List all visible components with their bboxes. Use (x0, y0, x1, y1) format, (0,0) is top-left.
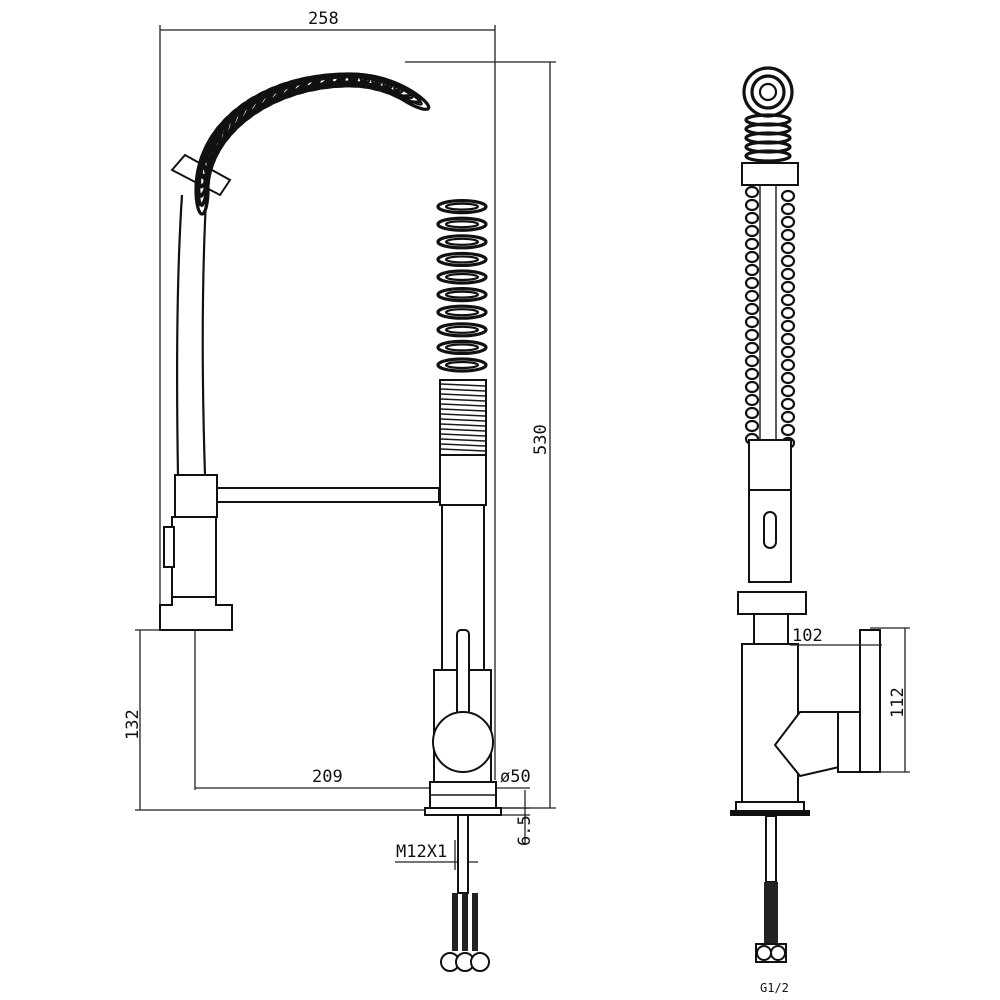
side-coil-left (744, 211, 760, 225)
side-coil-right (780, 189, 796, 203)
tight-coil-line (440, 398, 486, 402)
tight-coil-line (440, 383, 486, 387)
mounting-rod-side: G1/2 (755, 815, 789, 995)
side-coil-left (744, 341, 760, 355)
spray-holder (159, 474, 440, 631)
coil-loop (436, 234, 488, 250)
dim-spout-height: 132 (123, 629, 430, 811)
side-coil-right (780, 228, 796, 242)
tight-coil-line (440, 438, 486, 442)
side-coil-left (744, 367, 760, 381)
side-coil-left (744, 263, 760, 277)
side-coil-left (744, 354, 760, 368)
tight-coil-line (440, 423, 486, 427)
tight-coil-line (440, 413, 486, 417)
faucet-column (424, 379, 502, 816)
dim-handle-depth-label: 102 (792, 626, 823, 646)
dim-base-thickness-label: 6.5 (515, 815, 535, 846)
coil-loop (436, 339, 488, 356)
side-coil-right (780, 319, 796, 333)
side-coil-right (780, 241, 796, 255)
side-coil-right (780, 397, 796, 411)
side-coil-left (744, 198, 760, 212)
side-coil-left (744, 276, 760, 290)
side-coil-left (744, 289, 760, 303)
tight-coil-line (440, 393, 486, 397)
dim-spout-reach-label: 209 (312, 767, 343, 787)
side-coil-right (780, 280, 796, 294)
dim-height-frame: 530 (405, 61, 556, 809)
coil-loop (436, 199, 488, 215)
coil-loop (436, 357, 488, 373)
spring-coil (194, 72, 488, 373)
side-coil-right (780, 293, 796, 307)
side-coil-left (744, 380, 760, 394)
side-coil-left (744, 224, 760, 238)
dim-width-frame: 258 (159, 9, 496, 780)
dim-height-total: 530 (531, 424, 551, 455)
tight-coil-line (440, 448, 486, 452)
coil-loop (436, 304, 488, 320)
dim-base-thickness: 6.5 (500, 790, 535, 846)
side-spring-coils (744, 113, 796, 450)
tight-coil-line (440, 388, 486, 392)
side-coil-left (744, 302, 760, 316)
side-coil-left (744, 237, 760, 251)
side-coil-left (744, 406, 760, 420)
dim-spout-height-label: 132 (123, 709, 143, 740)
dim-base-diameter-label: ø50 (500, 767, 531, 787)
side-coil-left (744, 315, 760, 329)
side-coil-left (744, 393, 760, 407)
front-view: 258 530 132 209 ø50 6.5 (123, 9, 556, 972)
mounting-rod-front (440, 814, 490, 972)
side-coil-right (780, 215, 796, 229)
tight-coil-line (440, 443, 486, 447)
side-coil-right (780, 254, 796, 268)
side-view: 102 112 G1/2 (730, 66, 910, 995)
side-hose-label: G1/2 (760, 981, 789, 995)
coil-loop (436, 287, 488, 303)
tight-coil-line (440, 428, 486, 432)
coil-loop (436, 216, 488, 232)
side-coil-right (780, 306, 796, 320)
dim-spout-reach: 209 ø50 (194, 630, 531, 790)
side-spring-top (742, 66, 794, 118)
side-coil-right (780, 332, 796, 346)
dim-thread-label: M12X1 (396, 842, 447, 862)
side-body (730, 629, 881, 816)
side-coil-right (780, 410, 796, 424)
tight-coil-line (440, 418, 486, 422)
side-coil-right (780, 345, 796, 359)
side-dims: 102 112 (790, 626, 910, 773)
side-coil-left (744, 250, 760, 264)
side-coil-left (744, 185, 760, 199)
coil-loop (385, 80, 431, 111)
dim-width-total: 258 (308, 9, 339, 29)
tight-coil-line (440, 408, 486, 412)
tight-coil-line (440, 433, 486, 437)
side-coil-right (780, 423, 796, 437)
side-coil-loop (744, 149, 792, 163)
side-coil-left (744, 419, 760, 433)
coil-loop (436, 322, 488, 338)
side-coil-right (780, 267, 796, 281)
side-coil-right (780, 371, 796, 385)
side-wand (737, 185, 807, 645)
coil-loop (436, 251, 488, 268)
dim-handle-height-label: 112 (888, 687, 908, 718)
side-coil-right (780, 358, 796, 372)
tight-coil-line (440, 403, 486, 407)
coil-loop (436, 269, 488, 285)
side-coil-right (780, 202, 796, 216)
side-coil-left (744, 328, 760, 342)
side-collar-top (741, 162, 799, 186)
side-coil-right (780, 384, 796, 398)
